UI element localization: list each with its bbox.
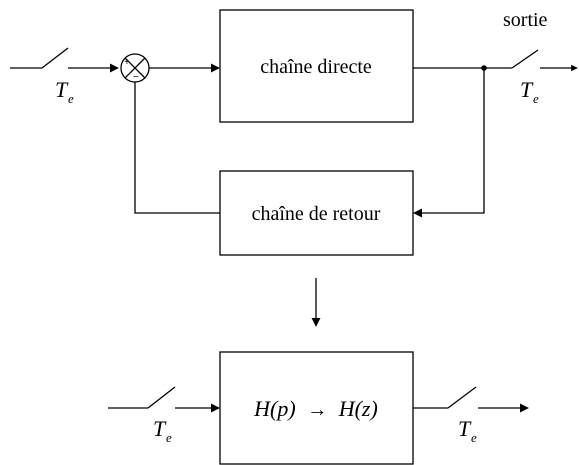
sampler-label-bottom-input: T e [153,416,172,445]
plus-sign: + [124,57,130,68]
feedback-input-arrow [413,68,485,218]
bottom-output-sampler [413,386,529,413]
feedback-block: chaîne de retour [219,170,414,256]
minus-sign: − [133,72,139,83]
svg-text:e: e [68,91,74,106]
summing-junction: + − [120,53,150,83]
svg-text:e: e [166,430,172,445]
transfer-block: H(p) → H(z) [219,351,414,465]
svg-text:e: e [533,91,539,106]
forward-block: chaîne directe [219,9,414,123]
feedback-return-line [134,82,220,214]
input-sampler [10,47,119,73]
svg-text:T: T [55,77,69,102]
sampler-label-output: T e [520,77,539,106]
svg-text:e: e [471,430,477,445]
bottom-input-sampler [108,386,220,413]
svg-text:T: T [153,416,167,441]
feedback-label: chaîne de retour [252,203,381,225]
transfer-label: H(p) → H(z) [253,396,378,421]
output-sampler [511,49,578,72]
svg-text:T: T [520,77,534,102]
svg-text:T: T [458,416,472,441]
forward-label: chaîne directe [260,56,372,78]
sampler-label-input: T e [55,77,74,106]
sampler-label-bottom-output: T e [458,416,477,445]
output-label: sortie [503,9,548,31]
